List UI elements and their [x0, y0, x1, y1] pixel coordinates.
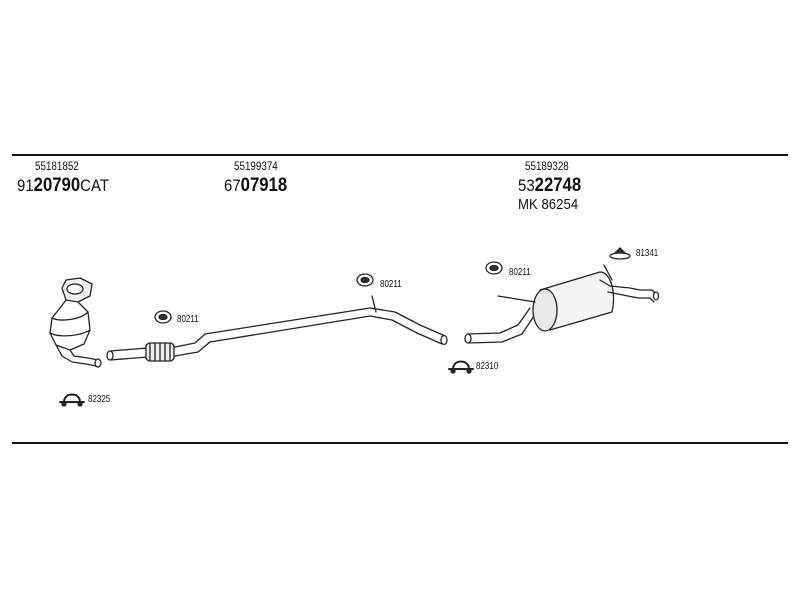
part-number: 07918 [240, 175, 288, 196]
part-prefix: 53 [518, 176, 535, 195]
part-suffix: CAT [80, 176, 109, 195]
part-number: 20790 [33, 175, 81, 196]
part-ref-middle: 55199374 [234, 159, 278, 173]
clip-label-hanger-mid-front: 80211 [177, 314, 199, 325]
part-number-front: 9120790CAT [17, 176, 109, 195]
part-ref-rear: 55189328 [525, 159, 569, 173]
tail-hanger-icon [609, 247, 631, 260]
catalytic-converter [49, 277, 102, 368]
pipe-clamp-icon [59, 393, 85, 407]
top-divider [12, 154, 788, 156]
rubber-hanger-icon [356, 273, 374, 287]
part-number-middle: 6707918 [224, 176, 287, 195]
clip-label-hanger-mid: 80211 [380, 279, 402, 290]
clip-label-clamp-rear: 82310 [476, 361, 499, 372]
part-number: 22748 [534, 175, 582, 196]
rubber-hanger-icon [154, 310, 172, 324]
clip-label-hanger-tail: 81341 [636, 248, 659, 259]
part-prefix: 91 [17, 176, 34, 195]
part-ref-front: 55181852 [35, 159, 79, 173]
rear-muffler [464, 264, 660, 344]
clip-label-hanger-rear: 80211 [509, 267, 531, 278]
bottom-divider [12, 442, 788, 444]
middle-pipe [106, 295, 448, 362]
part-number-rear: 5322748 [518, 176, 581, 195]
rubber-hanger-icon [485, 261, 503, 275]
pipe-clamp-icon [448, 360, 474, 374]
clip-label-clamp-front: 82325 [88, 394, 111, 405]
part-prefix: 67 [224, 176, 241, 195]
part-extra-rear: MK 86254 [518, 196, 579, 213]
